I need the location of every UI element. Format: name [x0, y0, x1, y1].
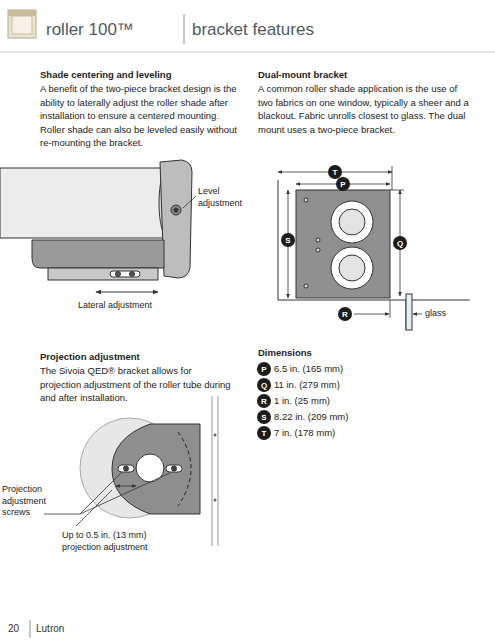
drawing-part — [354, 314, 389, 315]
drawing-part — [12, 16, 32, 34]
body-text: A common roller shade application is the… — [258, 82, 473, 136]
part-label: glass — [425, 308, 475, 320]
drawing-part — [124, 466, 129, 471]
header-rule — [0, 52, 495, 53]
drawing-part — [214, 499, 217, 502]
drawing-part — [278, 180, 406, 330]
footer-divider — [30, 620, 31, 638]
product-name: roller 100™ — [46, 20, 134, 40]
callout-text: P — [340, 180, 345, 189]
dimension-label: Up to 0.5 in. (13 mm) projection adjustm… — [62, 530, 182, 553]
drawing-part — [331, 201, 373, 243]
brand-name: Lutron — [36, 623, 64, 635]
section-heading: Shade centering and leveling — [40, 68, 240, 82]
part-label: Lateral adjustment — [78, 300, 188, 312]
drawing-part — [316, 248, 320, 252]
body-text: A benefit of the two-piece bracket desig… — [40, 82, 240, 150]
drawing-part — [160, 160, 192, 278]
drawing-part — [118, 465, 134, 472]
header-icon — [8, 10, 36, 38]
drawing-part — [8, 10, 36, 16]
drawing-part — [110, 271, 140, 277]
callout-text: P — [261, 365, 266, 374]
part-label: Level adjustment — [198, 186, 260, 209]
drawing-part — [212, 396, 213, 546]
callout-letter: S — [257, 410, 271, 424]
drawing-part — [172, 466, 177, 471]
drawing-part — [218, 396, 219, 546]
callout-text: R — [342, 310, 348, 319]
dimension-value: 7 in. (178 mm) — [274, 426, 454, 440]
drawing-part — [80, 473, 170, 514]
page-title: bracket features — [192, 20, 314, 40]
callout-letter: P — [336, 177, 350, 191]
callout-text: T — [262, 429, 267, 438]
callout-letter: R — [257, 394, 271, 408]
level-leader — [183, 196, 196, 208]
callout-text: R — [261, 397, 267, 406]
drawing-part — [214, 434, 217, 437]
callout-letter: R — [338, 307, 352, 321]
drawing-part — [130, 272, 135, 277]
section-heading: Projection adjustment — [40, 350, 240, 364]
drawing-part — [116, 272, 121, 277]
drawing-part — [412, 300, 470, 301]
callout-text: T — [333, 168, 338, 177]
drawing-part — [44, 472, 122, 514]
drawing-part — [413, 314, 422, 315]
drawing-part — [390, 300, 391, 318]
callout-letter: S — [281, 233, 295, 247]
dimension-value: 1 in. (25 mm) — [274, 394, 454, 408]
callout-text: Q — [397, 239, 403, 248]
drawing-part — [0, 168, 176, 238]
lateral-arrow — [96, 292, 158, 293]
callout-text: S — [285, 236, 290, 245]
callout-letter: P — [257, 362, 271, 376]
page-number: 20 — [8, 623, 19, 635]
drawing-part — [174, 208, 178, 212]
drawing-part — [296, 190, 390, 298]
dimension-value: 8.22 in. (209 mm) — [274, 410, 454, 424]
callout-text: S — [261, 413, 266, 422]
drawing-part — [166, 465, 182, 472]
callout-letter: T — [257, 426, 271, 440]
callout-text: Q — [261, 381, 267, 390]
drawing-part — [112, 424, 200, 514]
drawing-part — [32, 240, 164, 268]
drawing-part — [304, 284, 308, 288]
drawing-part — [331, 247, 373, 289]
section-heading: Dual-mount bracket — [258, 68, 473, 82]
dimension-lines — [278, 166, 422, 318]
drawing-part — [316, 238, 320, 242]
callout-letter: Q — [393, 236, 407, 250]
section-heading: Dimensions — [258, 346, 458, 360]
dimension-value: 11 in. (279 mm) — [274, 378, 454, 392]
projection-leaders — [44, 472, 170, 526]
drawing-part — [116, 486, 136, 487]
roller-bracket-drawing — [0, 160, 192, 280]
drawing-part — [339, 209, 365, 235]
body-text: The Sivoia QED® bracket allows for proje… — [40, 364, 235, 405]
drawing-part — [171, 205, 181, 215]
drawing-part — [390, 190, 404, 191]
callout-letter: Q — [257, 378, 271, 392]
header-divider — [184, 14, 185, 44]
drawing-part — [304, 198, 308, 202]
part-label: Projection adjustment screws — [2, 484, 48, 519]
drawing-part — [48, 268, 158, 280]
drawing-part — [406, 294, 412, 330]
drawing-part — [392, 166, 393, 190]
dimension-value: 6.5 in. (165 mm) — [274, 362, 454, 376]
drawing-part — [76, 490, 112, 526]
dual-mount-drawing — [278, 180, 470, 330]
drawing-part — [8, 10, 36, 38]
drawing-part — [339, 255, 365, 281]
projection-drawing — [80, 396, 218, 546]
